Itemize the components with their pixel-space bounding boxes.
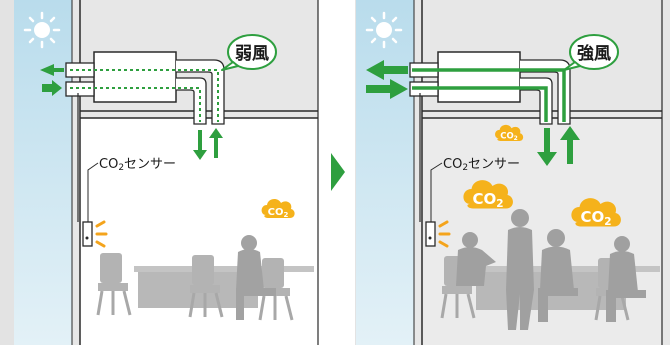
svg-text:CO2: CO2 xyxy=(500,131,518,142)
co2-cloud-icon: CO2 xyxy=(571,198,621,228)
left-sensor-label: CO2センサー xyxy=(99,157,176,173)
svg-text:CO2: CO2 xyxy=(268,207,289,219)
co2-cloud-icon: CO2 xyxy=(261,199,295,219)
right-sensor-label: CO2センサー xyxy=(443,157,520,173)
right-airflow-label: 強風 xyxy=(577,43,611,64)
right-people xyxy=(456,209,646,330)
svg-text:CO2: CO2 xyxy=(580,208,611,228)
co2-sensor-icon xyxy=(425,221,436,247)
sun-icon xyxy=(365,11,403,49)
right-panel: 強風 CO2センサー CO2 CO2 CO2 xyxy=(355,0,670,345)
co2-cloud-icon: CO2 xyxy=(463,180,513,210)
co2-sensor-icon xyxy=(82,221,93,247)
left-airflow-badge: 弱風 xyxy=(221,34,277,71)
sun-icon xyxy=(23,11,61,49)
left-ventilation-unit xyxy=(65,51,225,125)
svg-text:CO2: CO2 xyxy=(472,190,503,210)
left-window xyxy=(14,0,72,345)
alert-burst-icon xyxy=(438,220,451,248)
airflow-arrow-icon xyxy=(366,60,580,166)
right-airflow-badge: 強風 xyxy=(563,34,619,71)
next-arrow-icon xyxy=(331,153,345,191)
left-panel: 弱風 CO2センサー CO2 xyxy=(0,0,319,345)
co2-cloud-icon: CO2 xyxy=(495,124,524,142)
right-window xyxy=(356,0,414,345)
airflow-arrow-icon xyxy=(40,64,223,160)
alert-burst-icon xyxy=(95,220,108,248)
left-furniture xyxy=(96,235,314,322)
left-airflow-label: 弱風 xyxy=(235,44,269,64)
